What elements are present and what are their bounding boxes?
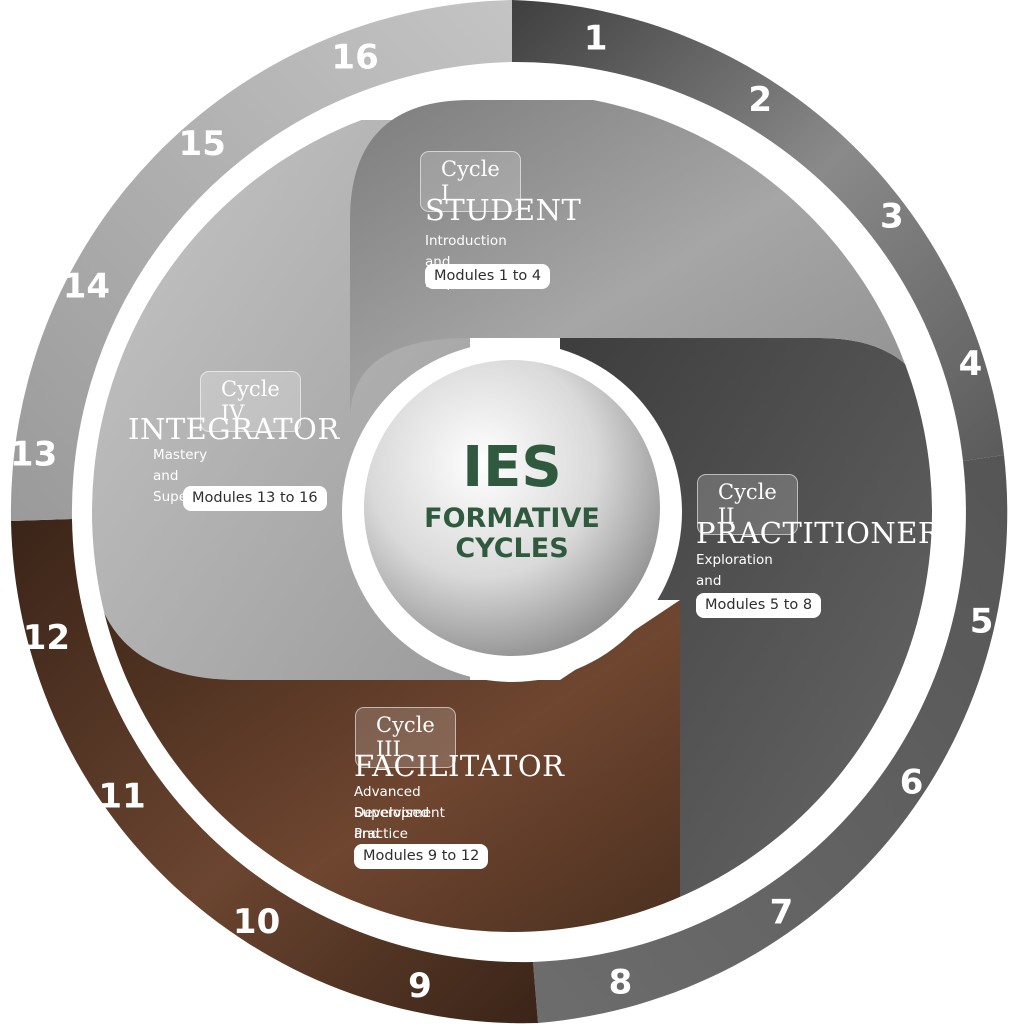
ring-number-5: 5	[970, 601, 994, 641]
ring-segment-facilitator	[11, 519, 538, 1024]
ring-number-3: 3	[880, 196, 904, 236]
ring-number-12: 12	[23, 618, 70, 658]
ring-number-2: 2	[748, 80, 772, 120]
ring-segment-student	[512, 0, 1004, 461]
ring-number-9: 9	[408, 966, 432, 1006]
ring-number-11: 11	[98, 776, 145, 816]
ring-number-15: 15	[179, 124, 226, 164]
ring-number-14: 14	[63, 267, 110, 307]
ring-segment-integrator	[10, 0, 513, 521]
ring-number-6: 6	[900, 763, 924, 803]
center-sphere	[364, 360, 660, 656]
ring-number-4: 4	[959, 344, 983, 384]
ring-number-1: 1	[584, 18, 608, 58]
ring-segment-practitioner	[533, 455, 1008, 1023]
ring-number-7: 7	[770, 893, 794, 933]
center-subtitle-line2: CYCLES	[455, 533, 568, 564]
center-subtitle-line1: FORMATIVE	[424, 503, 600, 534]
ring-number-8: 8	[609, 963, 633, 1003]
ring-number-13: 13	[10, 434, 57, 474]
center-title: IES	[462, 435, 561, 500]
ring-number-16: 16	[331, 37, 378, 77]
ring-number-10: 10	[233, 902, 280, 942]
outer-ring	[10, 0, 1008, 1024]
